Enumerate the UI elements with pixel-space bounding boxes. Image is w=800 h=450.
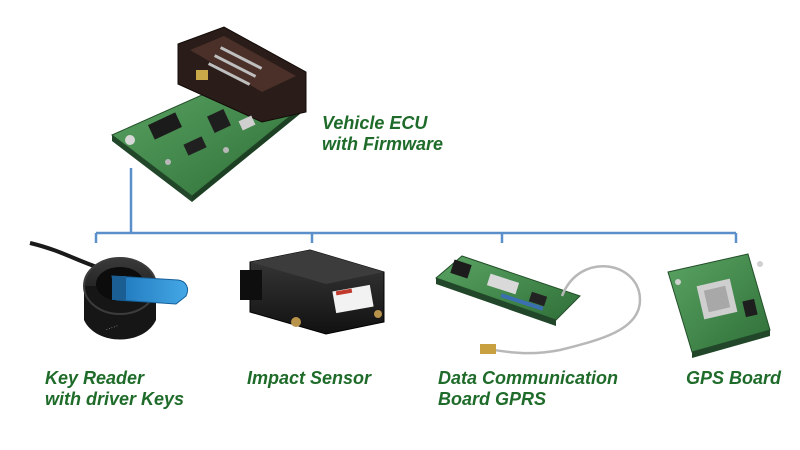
vehicle-ecu-image — [111, 26, 307, 202]
key-reader-label: Key Reader with driver Keys — [45, 368, 184, 410]
vehicle-ecu-label: Vehicle ECU with Firmware — [322, 113, 443, 155]
impact-sensor-label: Impact Sensor — [247, 368, 371, 389]
key-reader-label-line1: Key Reader — [45, 368, 145, 388]
data-communication-board-image — [435, 255, 642, 355]
gps-board-label-line1: GPS Board — [686, 368, 782, 388]
svg-text:·····: ····· — [104, 321, 120, 334]
impact-sensor-label-line1: Impact Sensor — [247, 368, 372, 388]
data-communication-label-line2: Board GPRS — [438, 389, 547, 409]
data-communication-label-line1: Data Communication — [438, 368, 619, 388]
gps-board-label: GPS Board — [686, 368, 781, 389]
key-reader-label-line2: with driver Keys — [45, 389, 185, 409]
data-communication-label: Data Communication Board GPRS — [438, 368, 618, 410]
connector-tree — [94, 168, 738, 243]
vehicle-ecu-label-line2: with Firmware — [322, 134, 444, 154]
impact-sensor-image — [240, 249, 385, 335]
gps-board-image — [667, 253, 771, 358]
key-reader-image: ····· — [29, 241, 189, 340]
vehicle-ecu-label-line1: Vehicle ECU — [322, 113, 428, 133]
